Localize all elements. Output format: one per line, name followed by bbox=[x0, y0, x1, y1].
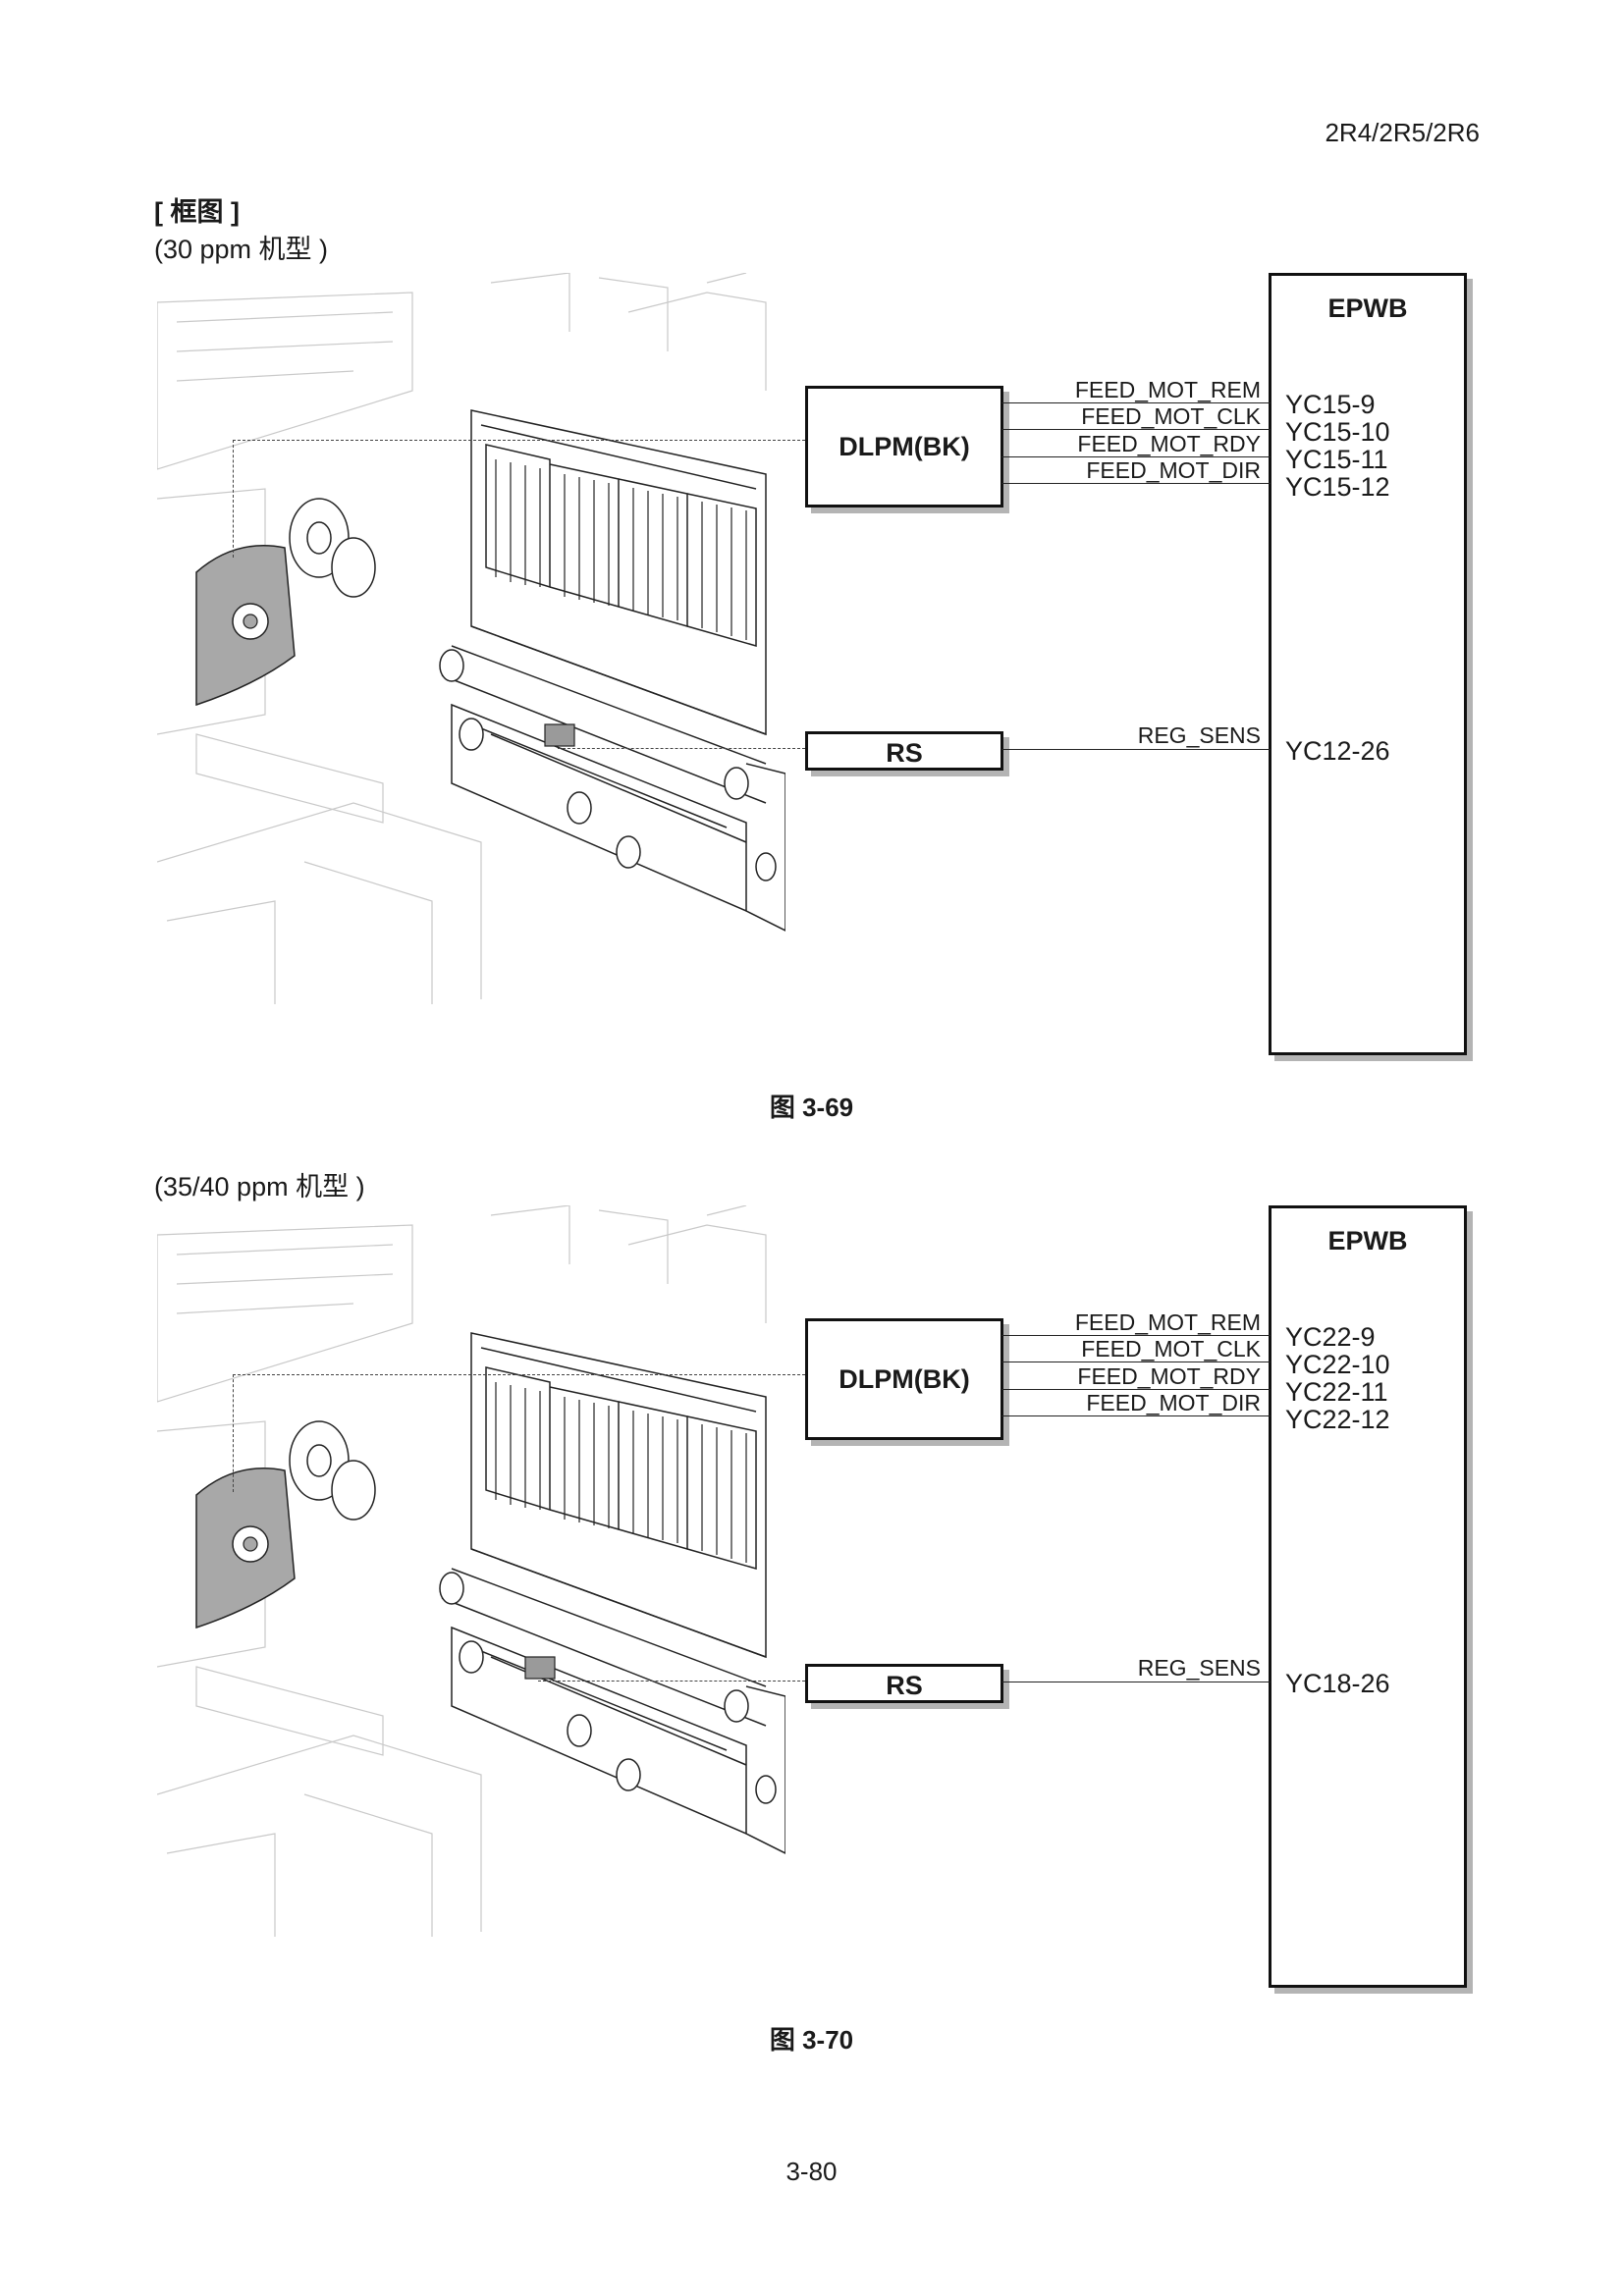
signal-line-feed-mot-rdy bbox=[1001, 1389, 1271, 1390]
rs-block: RS bbox=[805, 1664, 1003, 1703]
mechanism-illustration bbox=[156, 272, 786, 1004]
signal-label-feed-mot-rdy: FEED_MOT_RDY bbox=[1077, 431, 1261, 456]
motor-leader-vertical bbox=[233, 1374, 234, 1492]
signal-line-feed-mot-rem bbox=[1001, 1335, 1271, 1336]
signal-label-feed-mot-clk: FEED_MOT_CLK bbox=[1081, 1336, 1261, 1362]
connector-label: YC15-11 bbox=[1285, 445, 1388, 474]
motor-leader-vertical bbox=[233, 440, 234, 558]
signal-label-feed-mot-dir: FEED_MOT_DIR bbox=[1086, 457, 1261, 483]
connector-label: YC22-10 bbox=[1285, 1350, 1390, 1379]
figure-caption: 图 3-69 bbox=[769, 1093, 854, 1122]
variant-label-30ppm: (30 ppm 机型 ) bbox=[154, 235, 329, 264]
signal-line-feed-mot-dir bbox=[1001, 483, 1271, 484]
signal-label-reg-sens: REG_SENS bbox=[1137, 1655, 1261, 1681]
epwb-board: EPWB bbox=[1269, 1205, 1467, 1988]
mechanism-illustration bbox=[156, 1204, 786, 1937]
signal-label-feed-mot-dir: FEED_MOT_DIR bbox=[1086, 1390, 1261, 1415]
signal-line-feed-mot-rdy bbox=[1001, 456, 1271, 457]
signal-label-reg-sens: REG_SENS bbox=[1137, 722, 1261, 748]
sensor-leader-line bbox=[558, 748, 805, 749]
epwb-label: EPWB bbox=[1327, 1226, 1408, 1255]
connector-label: YC12-26 bbox=[1285, 736, 1390, 766]
rs-label: RS bbox=[886, 738, 923, 768]
connector-label: YC15-10 bbox=[1285, 417, 1390, 447]
connector-label: YC22-11 bbox=[1285, 1377, 1388, 1407]
figure-caption: 图 3-70 bbox=[769, 2025, 854, 2055]
signal-label-feed-mot-rem: FEED_MOT_REM bbox=[1074, 1309, 1261, 1335]
rs-block: RS bbox=[805, 731, 1003, 771]
signal-label-feed-mot-clk: FEED_MOT_CLK bbox=[1081, 403, 1261, 429]
connector-label: YC22-9 bbox=[1285, 1322, 1376, 1352]
variant-label-35-40ppm: (35/40 ppm 机型 ) bbox=[154, 1172, 365, 1201]
connector-label: YC22-12 bbox=[1285, 1405, 1390, 1434]
connector-label: YC18-26 bbox=[1285, 1669, 1390, 1698]
signal-label-feed-mot-rdy: FEED_MOT_RDY bbox=[1077, 1363, 1261, 1389]
signal-line-feed-mot-rem bbox=[1001, 402, 1271, 403]
signal-line-reg-sens bbox=[1001, 749, 1271, 750]
document-model-header: 2R4/2R5/2R6 bbox=[1325, 118, 1480, 147]
motor-leader-line bbox=[233, 1374, 805, 1375]
signal-line-feed-mot-dir bbox=[1001, 1415, 1271, 1416]
epwb-board: EPWB bbox=[1269, 273, 1467, 1055]
signal-label-feed-mot-rem: FEED_MOT_REM bbox=[1074, 377, 1261, 402]
dlpm-bk-label: DLPM(BK) bbox=[839, 432, 970, 461]
signal-line-feed-mot-clk bbox=[1001, 429, 1271, 430]
connector-label: YC15-12 bbox=[1285, 472, 1390, 502]
epwb-label: EPWB bbox=[1327, 294, 1408, 323]
dlpm-bk-block: DLPM(BK) bbox=[805, 1318, 1003, 1440]
motor-leader-line bbox=[233, 440, 805, 441]
rs-label: RS bbox=[886, 1671, 923, 1700]
page-number: 3-80 bbox=[785, 2157, 838, 2186]
dlpm-bk-label: DLPM(BK) bbox=[839, 1364, 970, 1394]
sensor-leader-line bbox=[538, 1681, 805, 1682]
dlpm-bk-block: DLPM(BK) bbox=[805, 386, 1003, 507]
connector-label: YC15-9 bbox=[1285, 390, 1376, 419]
section-title: [ 框图 ] bbox=[154, 197, 240, 227]
